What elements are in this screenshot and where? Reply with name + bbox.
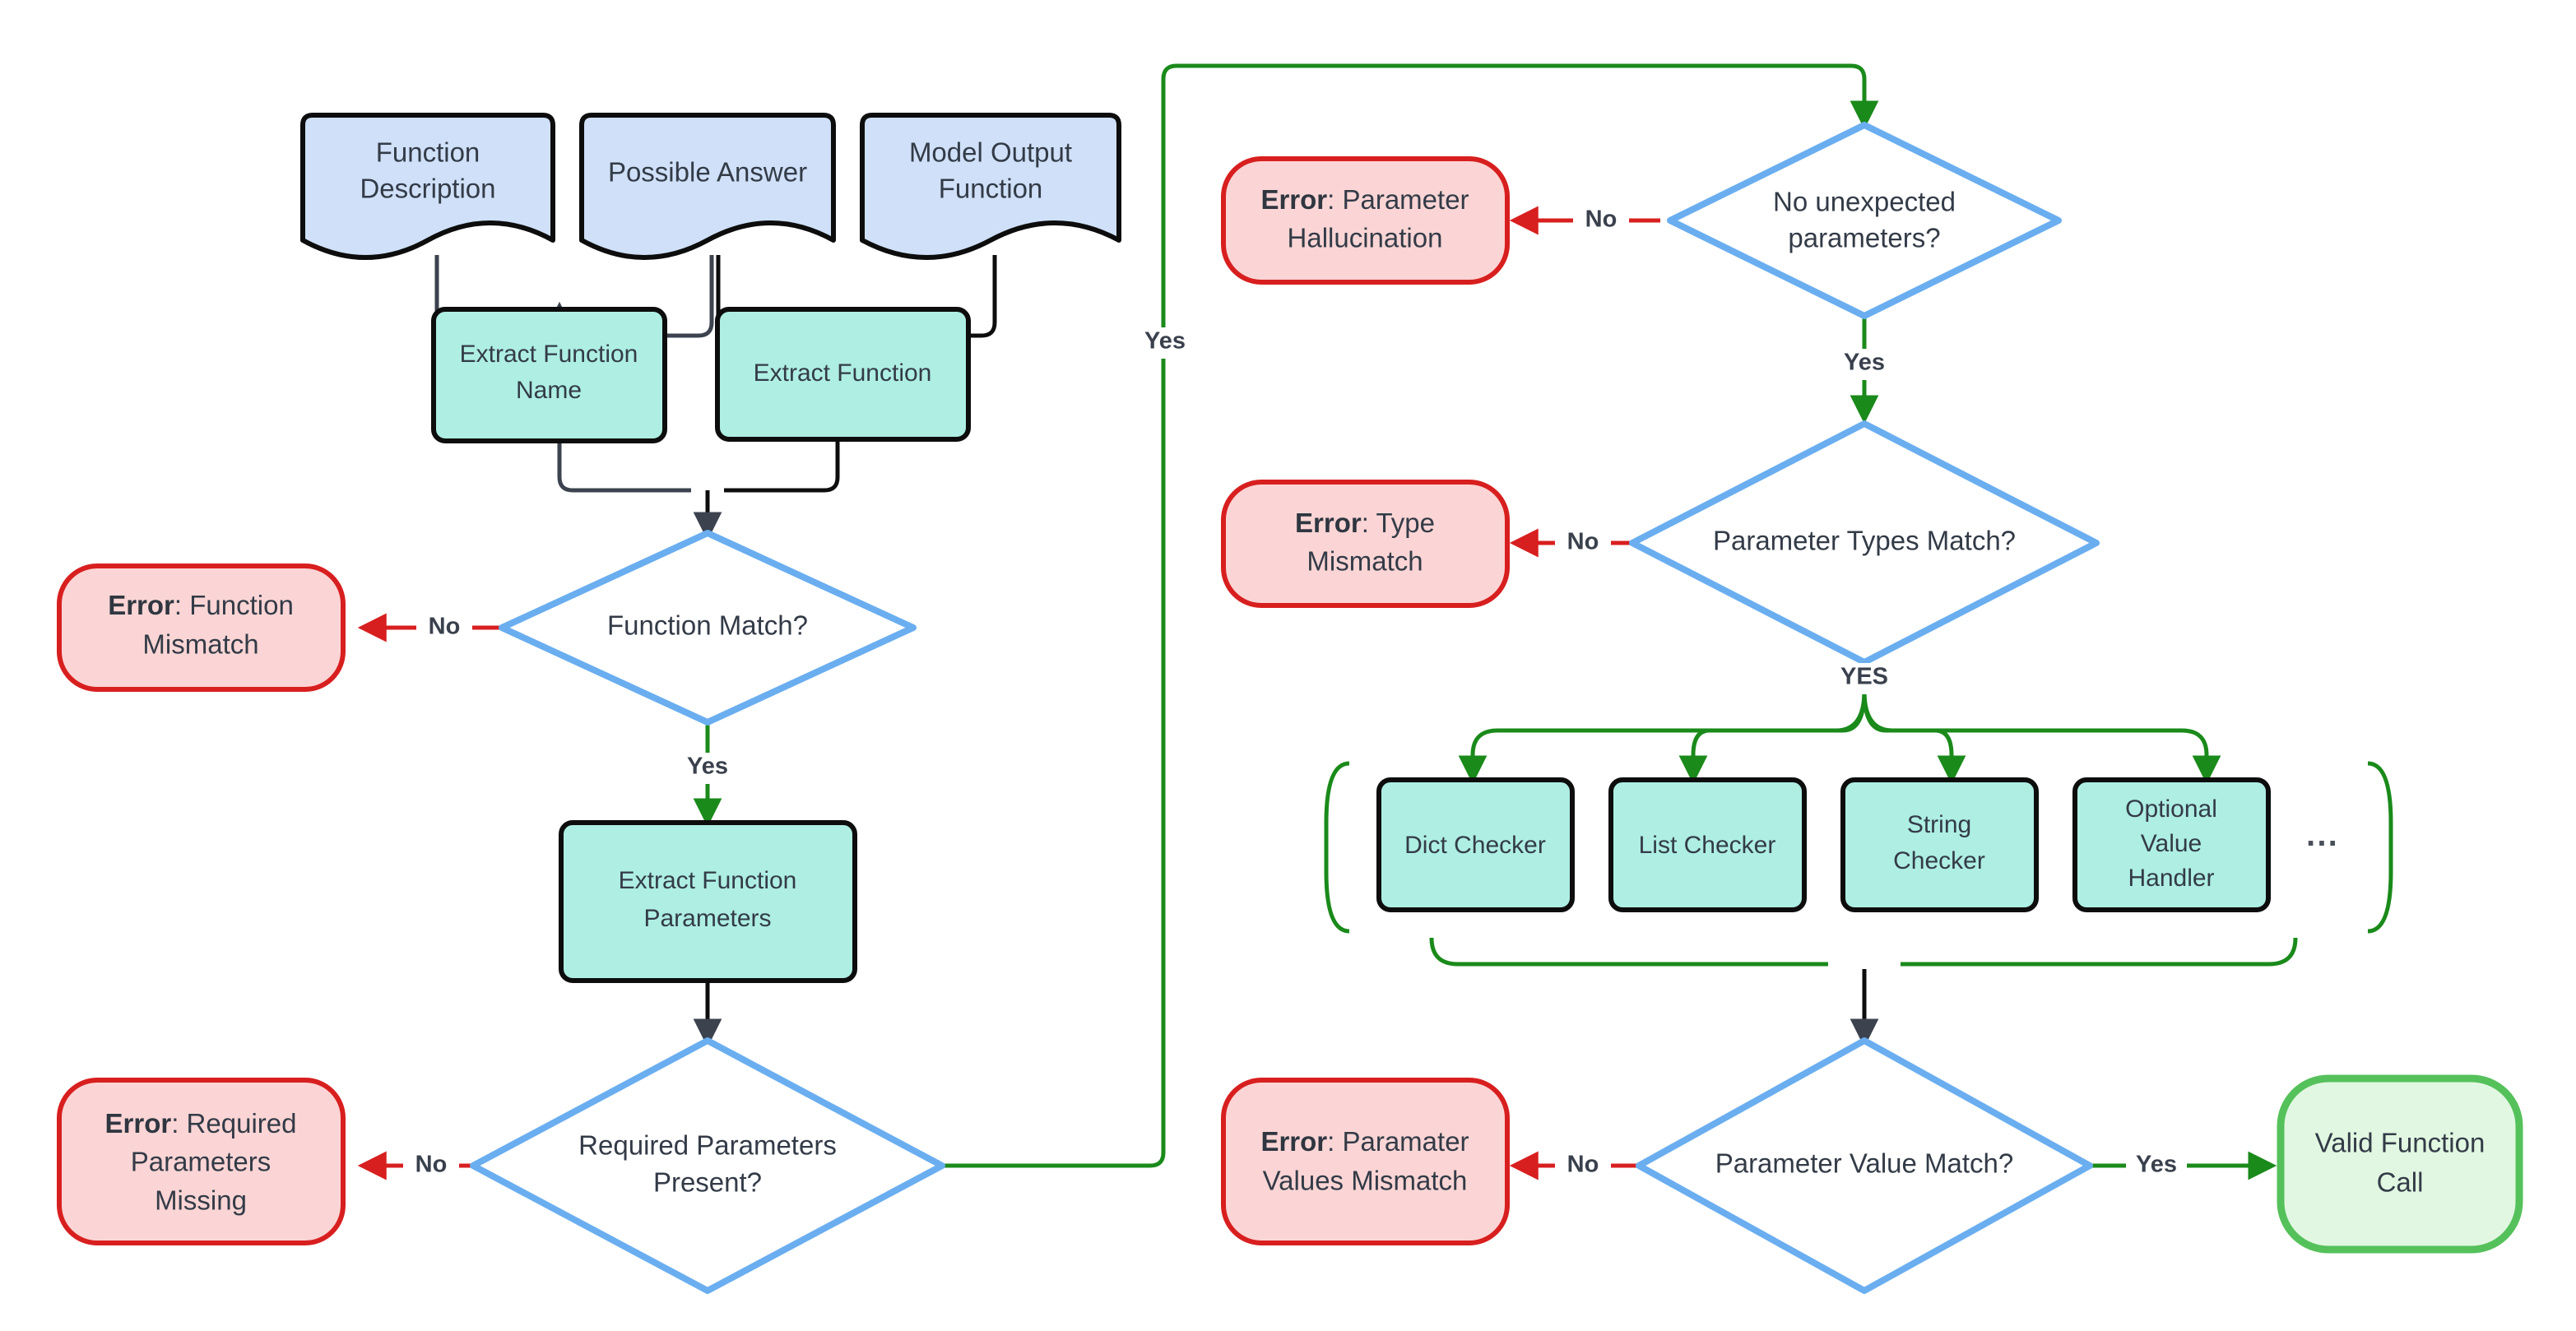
checker-group-bracket-left bbox=[1324, 761, 1350, 934]
edge-label-hallucination-no: No bbox=[1585, 206, 1618, 233]
error-type-mismatch-rest: : Type bbox=[1362, 508, 1435, 538]
extract-function-line1: Extract Function bbox=[754, 359, 932, 387]
node-optional-value-handler[interactable]: Optional Value Handler bbox=[2072, 777, 2271, 912]
error-hallucination-line2: Hallucination bbox=[1288, 223, 1443, 253]
label-bg-1 bbox=[416, 613, 472, 644]
edge-label-value-match-yes: Yes bbox=[2136, 1152, 2177, 1178]
edge-label-function-match-no: No bbox=[429, 614, 461, 640]
checker-group-bracket-right bbox=[2367, 761, 2393, 934]
extract-function-parameters-line1: Extract Function bbox=[619, 867, 797, 894]
edge-label-type-mismatch-no: No bbox=[1567, 529, 1599, 555]
function-description-line1: Function bbox=[376, 137, 480, 168]
node-model-output-function[interactable]: Model Output Function bbox=[860, 113, 1121, 260]
error-required-params-rest: : Required bbox=[171, 1108, 296, 1139]
edge-checkers-merge bbox=[1429, 937, 2298, 1048]
list-checker-line1: List Checker bbox=[1639, 832, 1776, 859]
error-type-mismatch-strong: Error bbox=[1295, 508, 1362, 538]
edge-label-value-match-no: No bbox=[1567, 1152, 1599, 1178]
error-type-mismatch-line1: Error: Type bbox=[1295, 508, 1435, 538]
parameter-value-match-line1: Parameter Value Match? bbox=[1715, 1148, 2014, 1179]
edge-label-required-params-yes: Yes bbox=[1144, 328, 1186, 355]
error-values-mismatch-line2: Values Mismatch bbox=[1263, 1166, 1468, 1196]
required-parameters-present-line1: Required Parameters bbox=[578, 1130, 837, 1161]
node-extract-function-name[interactable]: Extract Function Name bbox=[431, 307, 667, 443]
error-function-mismatch-line1: Error: Function bbox=[108, 590, 294, 620]
model-output-function-line1: Model Output bbox=[909, 137, 1072, 168]
extract-function-name-line1: Extract Function bbox=[460, 341, 638, 368]
node-required-parameters-present[interactable]: Required Parameters Present? bbox=[470, 1037, 945, 1294]
node-error-type-mismatch[interactable]: Error: Type Mismatch bbox=[1221, 480, 1510, 608]
dict-checker-line1: Dict Checker bbox=[1404, 832, 1546, 859]
valid-function-call-line1: Valid Function bbox=[2315, 1128, 2485, 1158]
error-hallucination-strong: Error bbox=[1260, 184, 1327, 215]
optional-value-handler-line1: Optional bbox=[2125, 795, 2217, 823]
node-possible-answer[interactable]: Possible Answer bbox=[579, 113, 836, 260]
edge-extracts-to-function-match bbox=[557, 441, 840, 541]
label-bg-2 bbox=[678, 753, 737, 784]
node-function-description[interactable]: Function Description bbox=[300, 113, 555, 260]
label-bg-8 bbox=[1830, 663, 1899, 694]
edge-label-types-match-yes: YES bbox=[1840, 664, 1888, 690]
error-function-mismatch-strong: Error bbox=[108, 590, 174, 620]
optional-value-handler-line3: Handler bbox=[2128, 865, 2214, 892]
label-bg-9 bbox=[1555, 1151, 1611, 1182]
error-values-mismatch-line1: Error: Paramater bbox=[1260, 1126, 1469, 1157]
no-unexpected-parameters-line1: No unexpected bbox=[1773, 187, 1956, 217]
error-required-params-line3: Missing bbox=[155, 1185, 247, 1216]
function-description-line2: Description bbox=[360, 174, 495, 204]
model-output-function-line2: Function bbox=[939, 174, 1043, 204]
extract-function-parameters-line2: Parameters bbox=[643, 905, 771, 932]
node-error-parameter-hallucination[interactable]: Error: Parameter Hallucination bbox=[1221, 156, 1510, 285]
label-bg-6 bbox=[1835, 349, 1894, 380]
error-function-mismatch-line2: Mismatch bbox=[142, 629, 258, 660]
no-unexpected-parameters-line2: parameters? bbox=[1788, 223, 1940, 253]
parameter-types-match-line1: Parameter Types Match? bbox=[1713, 526, 2016, 556]
error-required-params-line1: Error: Required bbox=[105, 1108, 297, 1139]
label-bg-7 bbox=[1555, 528, 1611, 559]
edge-label-group: No Yes No Yes No Yes No YES No Yes bbox=[403, 206, 2187, 1182]
error-hallucination-rest: : Parameter bbox=[1327, 184, 1469, 215]
required-parameters-present-line2: Present? bbox=[653, 1167, 762, 1198]
node-dict-checker[interactable]: Dict Checker bbox=[1376, 777, 1575, 912]
node-no-unexpected-parameters[interactable]: No unexpected parameters? bbox=[1667, 122, 2062, 319]
string-checker-line2: Checker bbox=[1893, 847, 1985, 874]
edge-label-no-unexpected-yes: Yes bbox=[1844, 350, 1885, 376]
node-error-function-mismatch[interactable]: Error: Function Mismatch bbox=[57, 563, 346, 692]
edge-label-required-params-no: No bbox=[415, 1152, 448, 1178]
checkers-ellipsis: ··· bbox=[2306, 826, 2339, 862]
possible-answer-line1: Possible Answer bbox=[608, 157, 807, 188]
node-extract-function[interactable]: Extract Function bbox=[715, 307, 971, 442]
optional-value-handler-line2: Value bbox=[2141, 830, 2202, 857]
string-checker-line1: String bbox=[1907, 811, 1971, 838]
node-string-checker[interactable]: String Checker bbox=[1840, 777, 2039, 912]
error-values-mismatch-strong: Error bbox=[1260, 1126, 1327, 1157]
error-required-params-line2: Parameters bbox=[131, 1147, 272, 1177]
node-extract-function-parameters[interactable]: Extract Function Parameters bbox=[559, 820, 857, 983]
node-error-required-parameters-missing[interactable]: Error: Required Parameters Missing bbox=[57, 1078, 346, 1245]
label-bg-5 bbox=[1573, 206, 1629, 237]
error-type-mismatch-line2: Mismatch bbox=[1307, 546, 1423, 577]
node-function-match[interactable]: Function Match? bbox=[499, 530, 917, 726]
edge-types-match-yes-fanout bbox=[1458, 642, 2221, 785]
label-bg-4 bbox=[1135, 327, 1195, 359]
node-parameter-types-match[interactable]: Parameter Types Match? bbox=[1629, 420, 2100, 666]
edge-required-params-yes bbox=[939, 63, 1879, 1168]
error-required-params-strong: Error bbox=[105, 1108, 172, 1139]
node-list-checker[interactable]: List Checker bbox=[1608, 777, 1807, 912]
error-hallucination-line1: Error: Parameter bbox=[1260, 184, 1469, 215]
error-values-mismatch-rest: : Paramater bbox=[1327, 1126, 1469, 1157]
node-error-parameter-values-mismatch[interactable]: Error: Paramater Values Mismatch bbox=[1221, 1078, 1510, 1245]
valid-function-call-line2: Call bbox=[2377, 1167, 2424, 1198]
node-valid-function-call[interactable]: Valid Function Call bbox=[2277, 1074, 2523, 1254]
error-function-mismatch-rest: : Function bbox=[174, 590, 294, 620]
extract-function-name-line2: Name bbox=[516, 377, 582, 404]
function-match-line1: Function Match? bbox=[607, 610, 808, 641]
label-bg-3 bbox=[403, 1151, 459, 1182]
label-bg-10 bbox=[2126, 1151, 2187, 1182]
node-parameter-value-match[interactable]: Parameter Value Match? bbox=[1636, 1037, 2093, 1294]
edge-label-function-match-yes: Yes bbox=[687, 754, 728, 780]
